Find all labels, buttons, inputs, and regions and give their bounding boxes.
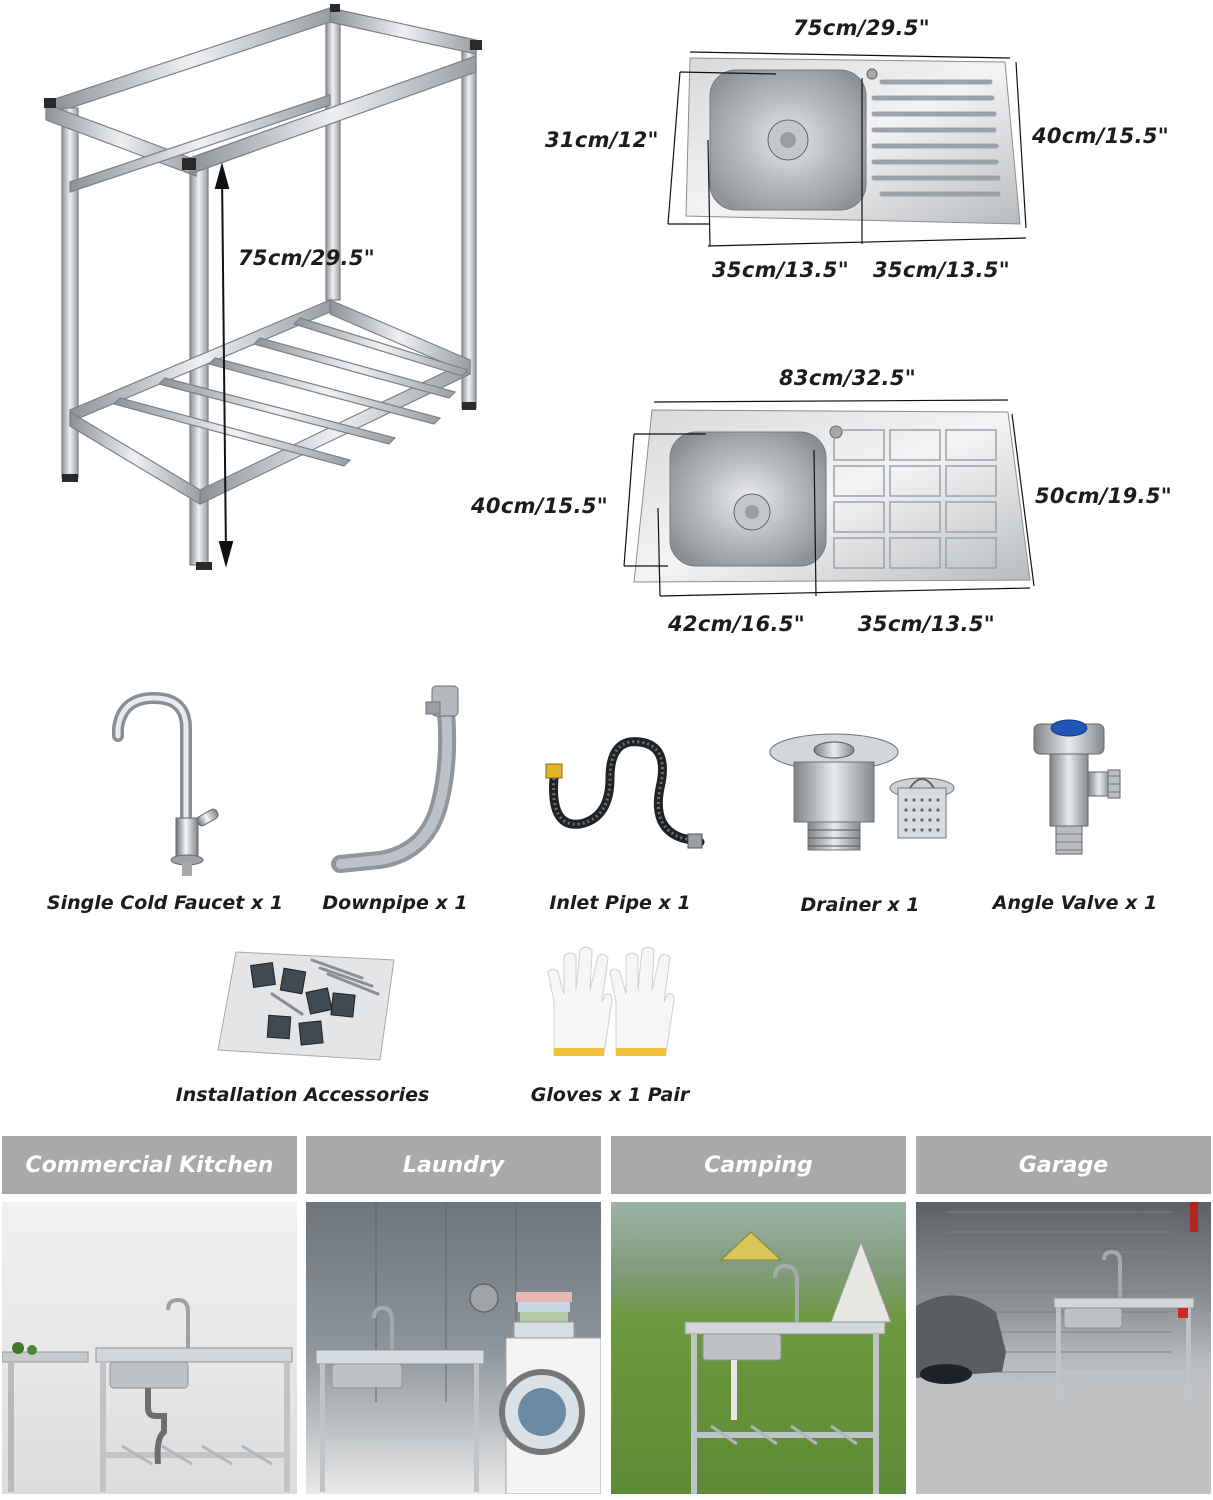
camping-sink-icon: [684, 1231, 892, 1494]
garage-sink-icon: [916, 1202, 1211, 1494]
scene-photo-camping: [611, 1202, 906, 1494]
inlet-pipe-icon: [545, 737, 705, 849]
sink-large-icon: [623, 399, 1035, 597]
accessory-label: Drainer x 1: [800, 894, 920, 916]
sink-large-bowl-width-label: 42cm/16.5": [668, 612, 805, 636]
downpipe-icon: [331, 685, 459, 873]
accessory-label: Installation Accessories: [175, 1084, 430, 1106]
accessory-label: Downpipe x 1: [322, 892, 468, 914]
sink-large-width-label: 83cm/32.5": [779, 366, 916, 390]
sink-small-bowl-width-label: 35cm/13.5": [712, 258, 849, 282]
scene-photo-commercial-kitchen: [2, 1202, 297, 1494]
sink-small-bowl-depth-label: 31cm/12": [545, 128, 659, 152]
sink-small-icon: [667, 51, 1027, 247]
sink-small-depth-label: 40cm/15.5": [1032, 124, 1169, 148]
scene-label-laundry: Laundry: [306, 1136, 601, 1194]
stand-frame-icon: [44, 4, 482, 570]
scene-label-commercial-kitchen: Commercial Kitchen: [2, 1136, 297, 1194]
sink-small-drainboard-width-label: 35cm/13.5": [873, 258, 1010, 282]
frame-height-label: 75cm/29.5": [238, 246, 375, 270]
accessory-label: Inlet Pipe x 1: [549, 892, 691, 914]
gloves-icon: [547, 946, 675, 1056]
drainer-icon: [769, 733, 955, 851]
scene-label-camping: Camping: [611, 1136, 906, 1194]
laundry-sink-icon: [315, 1202, 601, 1494]
sink-small-width-label: 75cm/29.5": [793, 16, 930, 40]
sink-large-depth-label: 50cm/19.5": [1035, 484, 1172, 508]
sink-large-drainboard-width-label: 35cm/13.5": [858, 612, 995, 636]
scene-photo-laundry: [306, 1202, 601, 1494]
kitchen-sink-icon: [2, 1297, 293, 1492]
hardware-bag-icon: [217, 951, 395, 1061]
faucet-icon: [112, 691, 219, 876]
scene-photo-garage: [916, 1202, 1211, 1494]
angle-valve-icon: [1033, 719, 1121, 855]
accessory-label: Angle Valve x 1: [992, 892, 1158, 914]
accessory-label: Single Cold Faucet x 1: [46, 892, 284, 914]
accessory-label: Gloves x 1 Pair: [530, 1084, 690, 1106]
scene-label-garage: Garage: [916, 1136, 1211, 1194]
sink-large-bowl-depth-label: 40cm/15.5": [471, 494, 608, 518]
